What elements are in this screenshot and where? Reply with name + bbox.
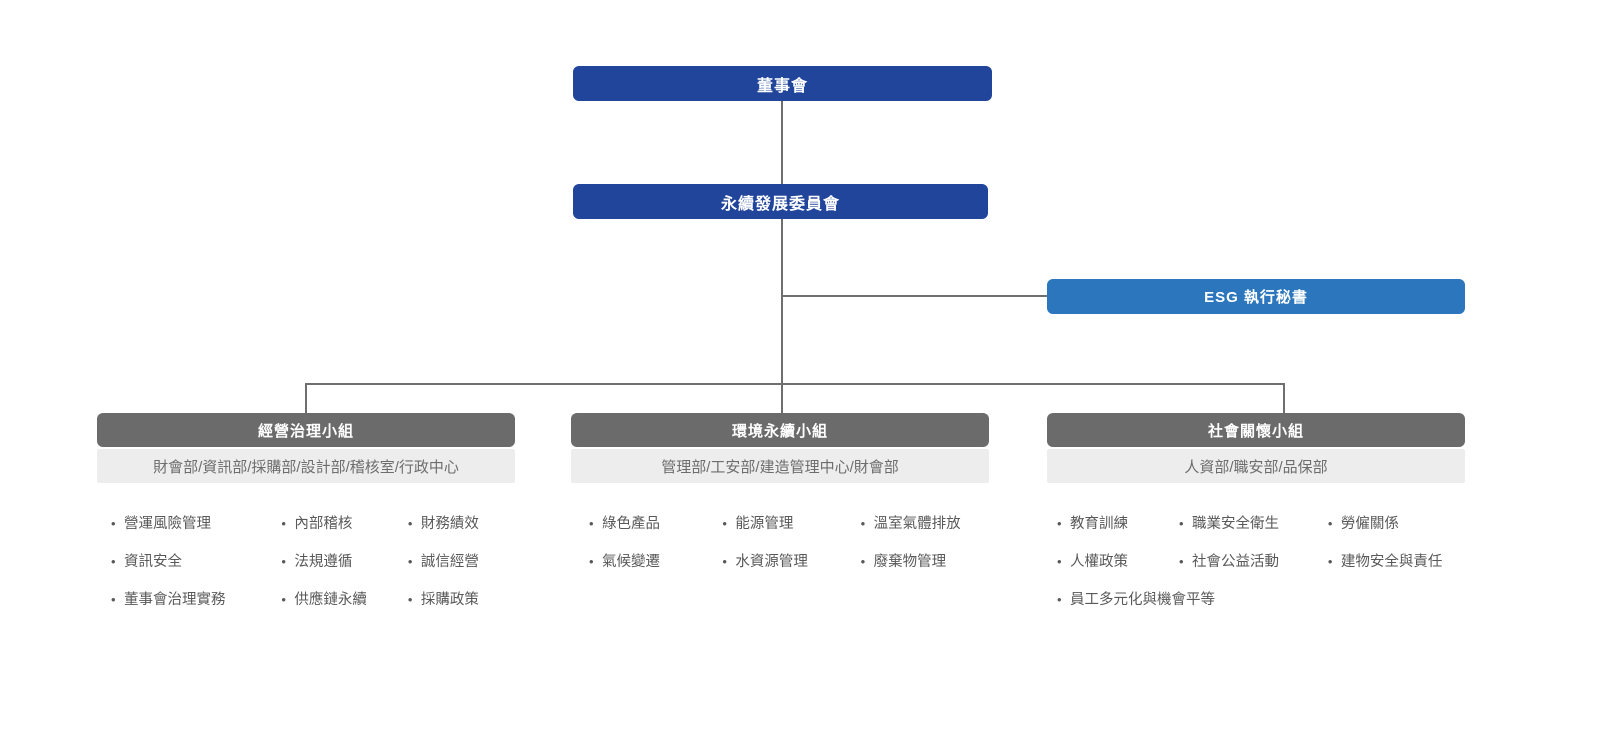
item-column: 能源管理 水資源管理 [722,505,860,581]
item-column: 營運風險管理 資訊安全 董事會治理實務 [111,505,281,619]
node-secretary-label: ESG 執行秘書 [1204,289,1308,306]
connector-committee-to-secretary [781,295,1048,297]
item-column: 教育訓練 人權政策 員工多元化與機會平等 [1057,505,1215,619]
group-environment-header[interactable]: 環境永續小組 [571,413,989,447]
item-column: 綠色產品 氣候變遷 [589,505,722,581]
list-item: 法規遵循 [281,543,408,581]
list-item: 採購政策 [408,581,515,619]
group-environment-title: 環境永續小組 [731,422,828,440]
group-environment: 環境永續小組 管理部/工安部/建造管理中心/財會部 綠色產品 氣候變遷 能源管理… [571,413,989,581]
group-social: 社會關懷小組 人資部/職安部/品保部 教育訓練 人權政策 員工多元化與機會平等 … [1047,413,1465,619]
item-column: 勞僱關係 建物安全與責任 [1328,505,1465,619]
group-governance-header[interactable]: 經營治理小組 [97,413,515,447]
group-governance-items: 營運風險管理 資訊安全 董事會治理實務 內部稽核 法規遵循 供應鏈永續 財務績效… [97,505,515,619]
group-environment-departments: 管理部/工安部/建造管理中心/財會部 [571,449,989,483]
group-governance: 經營治理小組 財會部/資訊部/採購部/設計部/稽核室/行政中心 營運風險管理 資… [97,413,515,619]
list-item: 溫室氣體排放 [861,505,989,543]
item-column: 財務績效 誠信經營 採購政策 [408,505,515,619]
node-esg-executive-secretary[interactable]: ESG 執行秘書 [1047,279,1465,314]
group-governance-title: 經營治理小組 [257,422,354,440]
list-item: 能源管理 [722,505,860,543]
connector-bus-to-environment [781,383,783,414]
list-item: 社會公益活動 [1179,543,1328,581]
group-governance-departments: 財會部/資訊部/採購部/設計部/稽核室/行政中心 [97,449,515,483]
list-item: 財務績效 [408,505,515,543]
group-social-header[interactable]: 社會關懷小組 [1047,413,1465,447]
connector-bus-horizontal [305,383,1284,385]
item-column: 職業安全衛生 社會公益活動 [1179,505,1328,619]
group-environment-items: 綠色產品 氣候變遷 能源管理 水資源管理 溫室氣體排放 廢棄物管理 [571,505,989,581]
node-board-label: 董事會 [756,77,808,95]
list-item: 誠信經營 [408,543,515,581]
list-item: 內部稽核 [281,505,408,543]
list-item: 勞僱關係 [1328,505,1465,543]
list-item: 氣候變遷 [589,543,722,581]
group-social-title: 社會關懷小組 [1207,422,1304,440]
connector-board-to-committee [781,101,783,184]
list-item: 員工多元化與機會平等 [1057,581,1215,619]
list-item: 營運風險管理 [111,505,281,543]
group-social-departments-label: 人資部/職安部/品保部 [1184,458,1328,476]
list-item: 人權政策 [1057,543,1179,581]
list-item: 教育訓練 [1057,505,1179,543]
list-item: 資訊安全 [111,543,281,581]
group-social-departments: 人資部/職安部/品保部 [1047,449,1465,483]
node-board-of-directors[interactable]: 董事會 [573,66,992,101]
connector-committee-trunk [781,219,783,384]
item-column: 溫室氣體排放 廢棄物管理 [861,505,989,581]
group-social-items: 教育訓練 人權政策 員工多元化與機會平等 職業安全衛生 社會公益活動 勞僱關係 … [1047,505,1465,619]
connector-bus-to-social [1283,383,1285,414]
list-item: 職業安全衛生 [1179,505,1328,543]
node-sustainability-committee[interactable]: 永續發展委員會 [573,184,988,219]
group-environment-departments-label: 管理部/工安部/建造管理中心/財會部 [661,458,899,476]
connector-bus-to-governance [305,383,307,414]
list-item: 董事會治理實務 [111,581,281,619]
list-item: 廢棄物管理 [861,543,989,581]
list-item: 綠色產品 [589,505,722,543]
list-item: 水資源管理 [722,543,860,581]
node-committee-label: 永續發展委員會 [720,195,840,213]
list-item: 建物安全與責任 [1328,543,1465,581]
group-governance-departments-label: 財會部/資訊部/採購部/設計部/稽核室/行政中心 [153,458,459,476]
item-column: 內部稽核 法規遵循 供應鏈永續 [281,505,408,619]
list-item: 供應鏈永續 [281,581,408,619]
